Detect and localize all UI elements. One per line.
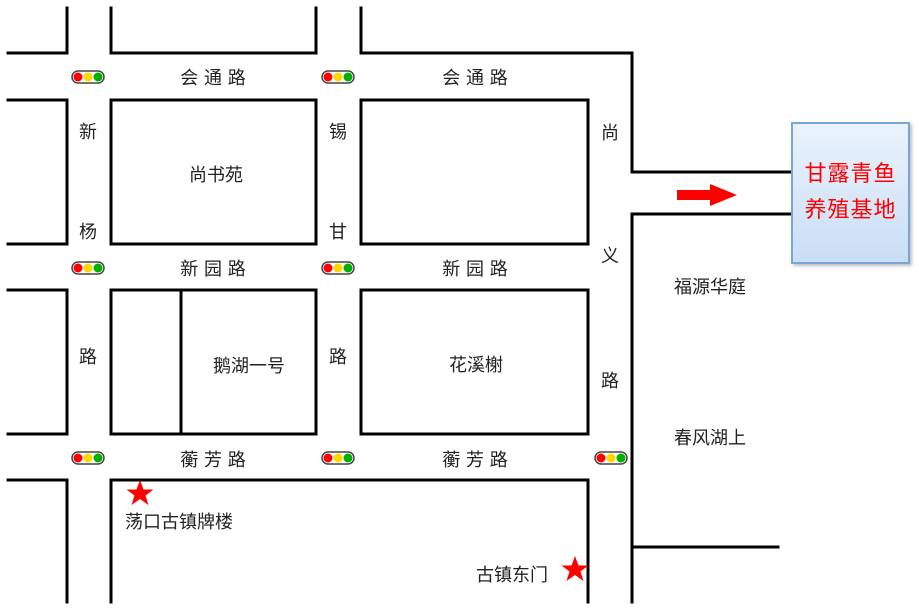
road-label-xinyang-3: 路 bbox=[79, 347, 97, 368]
road-label-shangyi-2: 义 bbox=[601, 246, 619, 267]
traffic-light-icon bbox=[321, 451, 355, 465]
block-shangshuyuan bbox=[109, 98, 318, 246]
road-label-xinyuan-left: 新 园 路 bbox=[180, 259, 245, 280]
place-huaxi-xie: 花溪榭 bbox=[449, 355, 503, 376]
road-label-xinyang-1: 新 bbox=[79, 122, 97, 143]
block-northeast bbox=[359, 98, 590, 246]
road-label-huitong-left: 会 通 路 bbox=[180, 68, 245, 89]
traffic-light-icon bbox=[321, 261, 355, 275]
road-label-xinyang-2: 杨 bbox=[79, 222, 97, 243]
road-label-huitong-right: 会 通 路 bbox=[442, 68, 507, 89]
traffic-lights bbox=[71, 70, 628, 465]
road-label-shangyi-1: 尚 bbox=[601, 123, 619, 144]
star-icon bbox=[126, 480, 154, 505]
block-huaxi-xie bbox=[359, 288, 590, 436]
road-label-hengfang-right: 蘅 芳 路 bbox=[442, 450, 507, 471]
road-label-hengfang-left: 蘅 芳 路 bbox=[180, 450, 245, 471]
traffic-light-icon bbox=[71, 261, 105, 275]
star-icon bbox=[561, 556, 589, 581]
road-label-shangyi-3: 路 bbox=[601, 371, 619, 392]
block-ehu-yihao bbox=[109, 288, 318, 436]
place-dangkou-paifang: 荡口古镇牌楼 bbox=[125, 512, 233, 533]
place-fuyuan-huating: 福源华庭 bbox=[674, 277, 746, 298]
place-chunfeng-hushang: 春风湖上 bbox=[674, 428, 746, 449]
place-guzhen-dongmen: 古镇东门 bbox=[476, 565, 548, 586]
road-label-xigan-2: 甘 bbox=[329, 222, 347, 243]
city-blocks bbox=[109, 98, 590, 436]
place-shangshuyuan: 尚书苑 bbox=[189, 165, 243, 186]
destination-line-1: 甘露青鱼 bbox=[804, 162, 897, 187]
traffic-light-icon bbox=[71, 70, 105, 84]
road-label-xigan-3: 路 bbox=[329, 347, 347, 368]
traffic-light-icon bbox=[594, 451, 628, 465]
place-ehu-yihao: 鹅湖一号 bbox=[213, 356, 285, 377]
traffic-light-icon bbox=[71, 451, 105, 465]
road-label-xinyuan-right: 新 园 路 bbox=[442, 259, 507, 280]
road-edges bbox=[6, 6, 792, 604]
arrow-right-icon bbox=[677, 184, 737, 206]
destination-box: 甘露青鱼 养殖基地 bbox=[791, 122, 910, 264]
destination-line-2: 养殖基地 bbox=[804, 198, 897, 223]
road-label-xigan-1: 锡 bbox=[329, 122, 347, 143]
traffic-light-icon bbox=[321, 70, 355, 84]
